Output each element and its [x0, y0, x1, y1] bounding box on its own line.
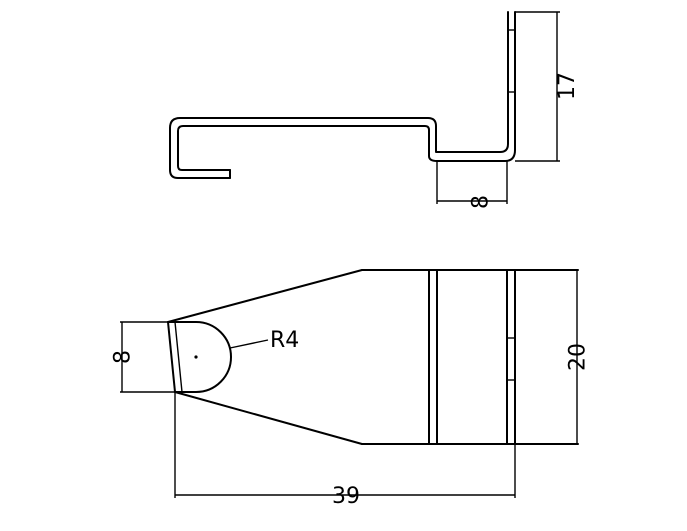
- radius-center-point: [194, 355, 198, 359]
- dimension-8-bottom-label: 8: [111, 350, 136, 364]
- profile-inner-line: [177, 11, 516, 171]
- dimension-20-label: 20: [566, 343, 591, 371]
- dimension-top-height: 17: [515, 11, 580, 162]
- dimension-17-label: 17: [555, 72, 580, 100]
- tip-radius-arc: [167, 321, 232, 393]
- radius-leader-line: [229, 339, 269, 349]
- taper-upper-line: [167, 269, 363, 323]
- dimension-overall-length: 39: [174, 392, 516, 509]
- dimension-radius: R4: [229, 328, 299, 353]
- top-view-profile: [169, 11, 516, 179]
- bottom-view-outline: [167, 269, 579, 445]
- dimension-top-width: 8: [436, 161, 508, 209]
- taper-lower-line: [174, 391, 363, 445]
- tip-center-line: [174, 321, 183, 393]
- profile-outer-line: [169, 11, 509, 179]
- dimension-body-height: 20: [566, 270, 591, 444]
- dimension-39-label: 39: [332, 484, 360, 509]
- dimension-tip-width: 8: [111, 321, 175, 393]
- dimension-r4-label: R4: [270, 328, 299, 353]
- dimension-8-top-label: 8: [469, 195, 494, 209]
- tip-left-edge: [167, 321, 176, 393]
